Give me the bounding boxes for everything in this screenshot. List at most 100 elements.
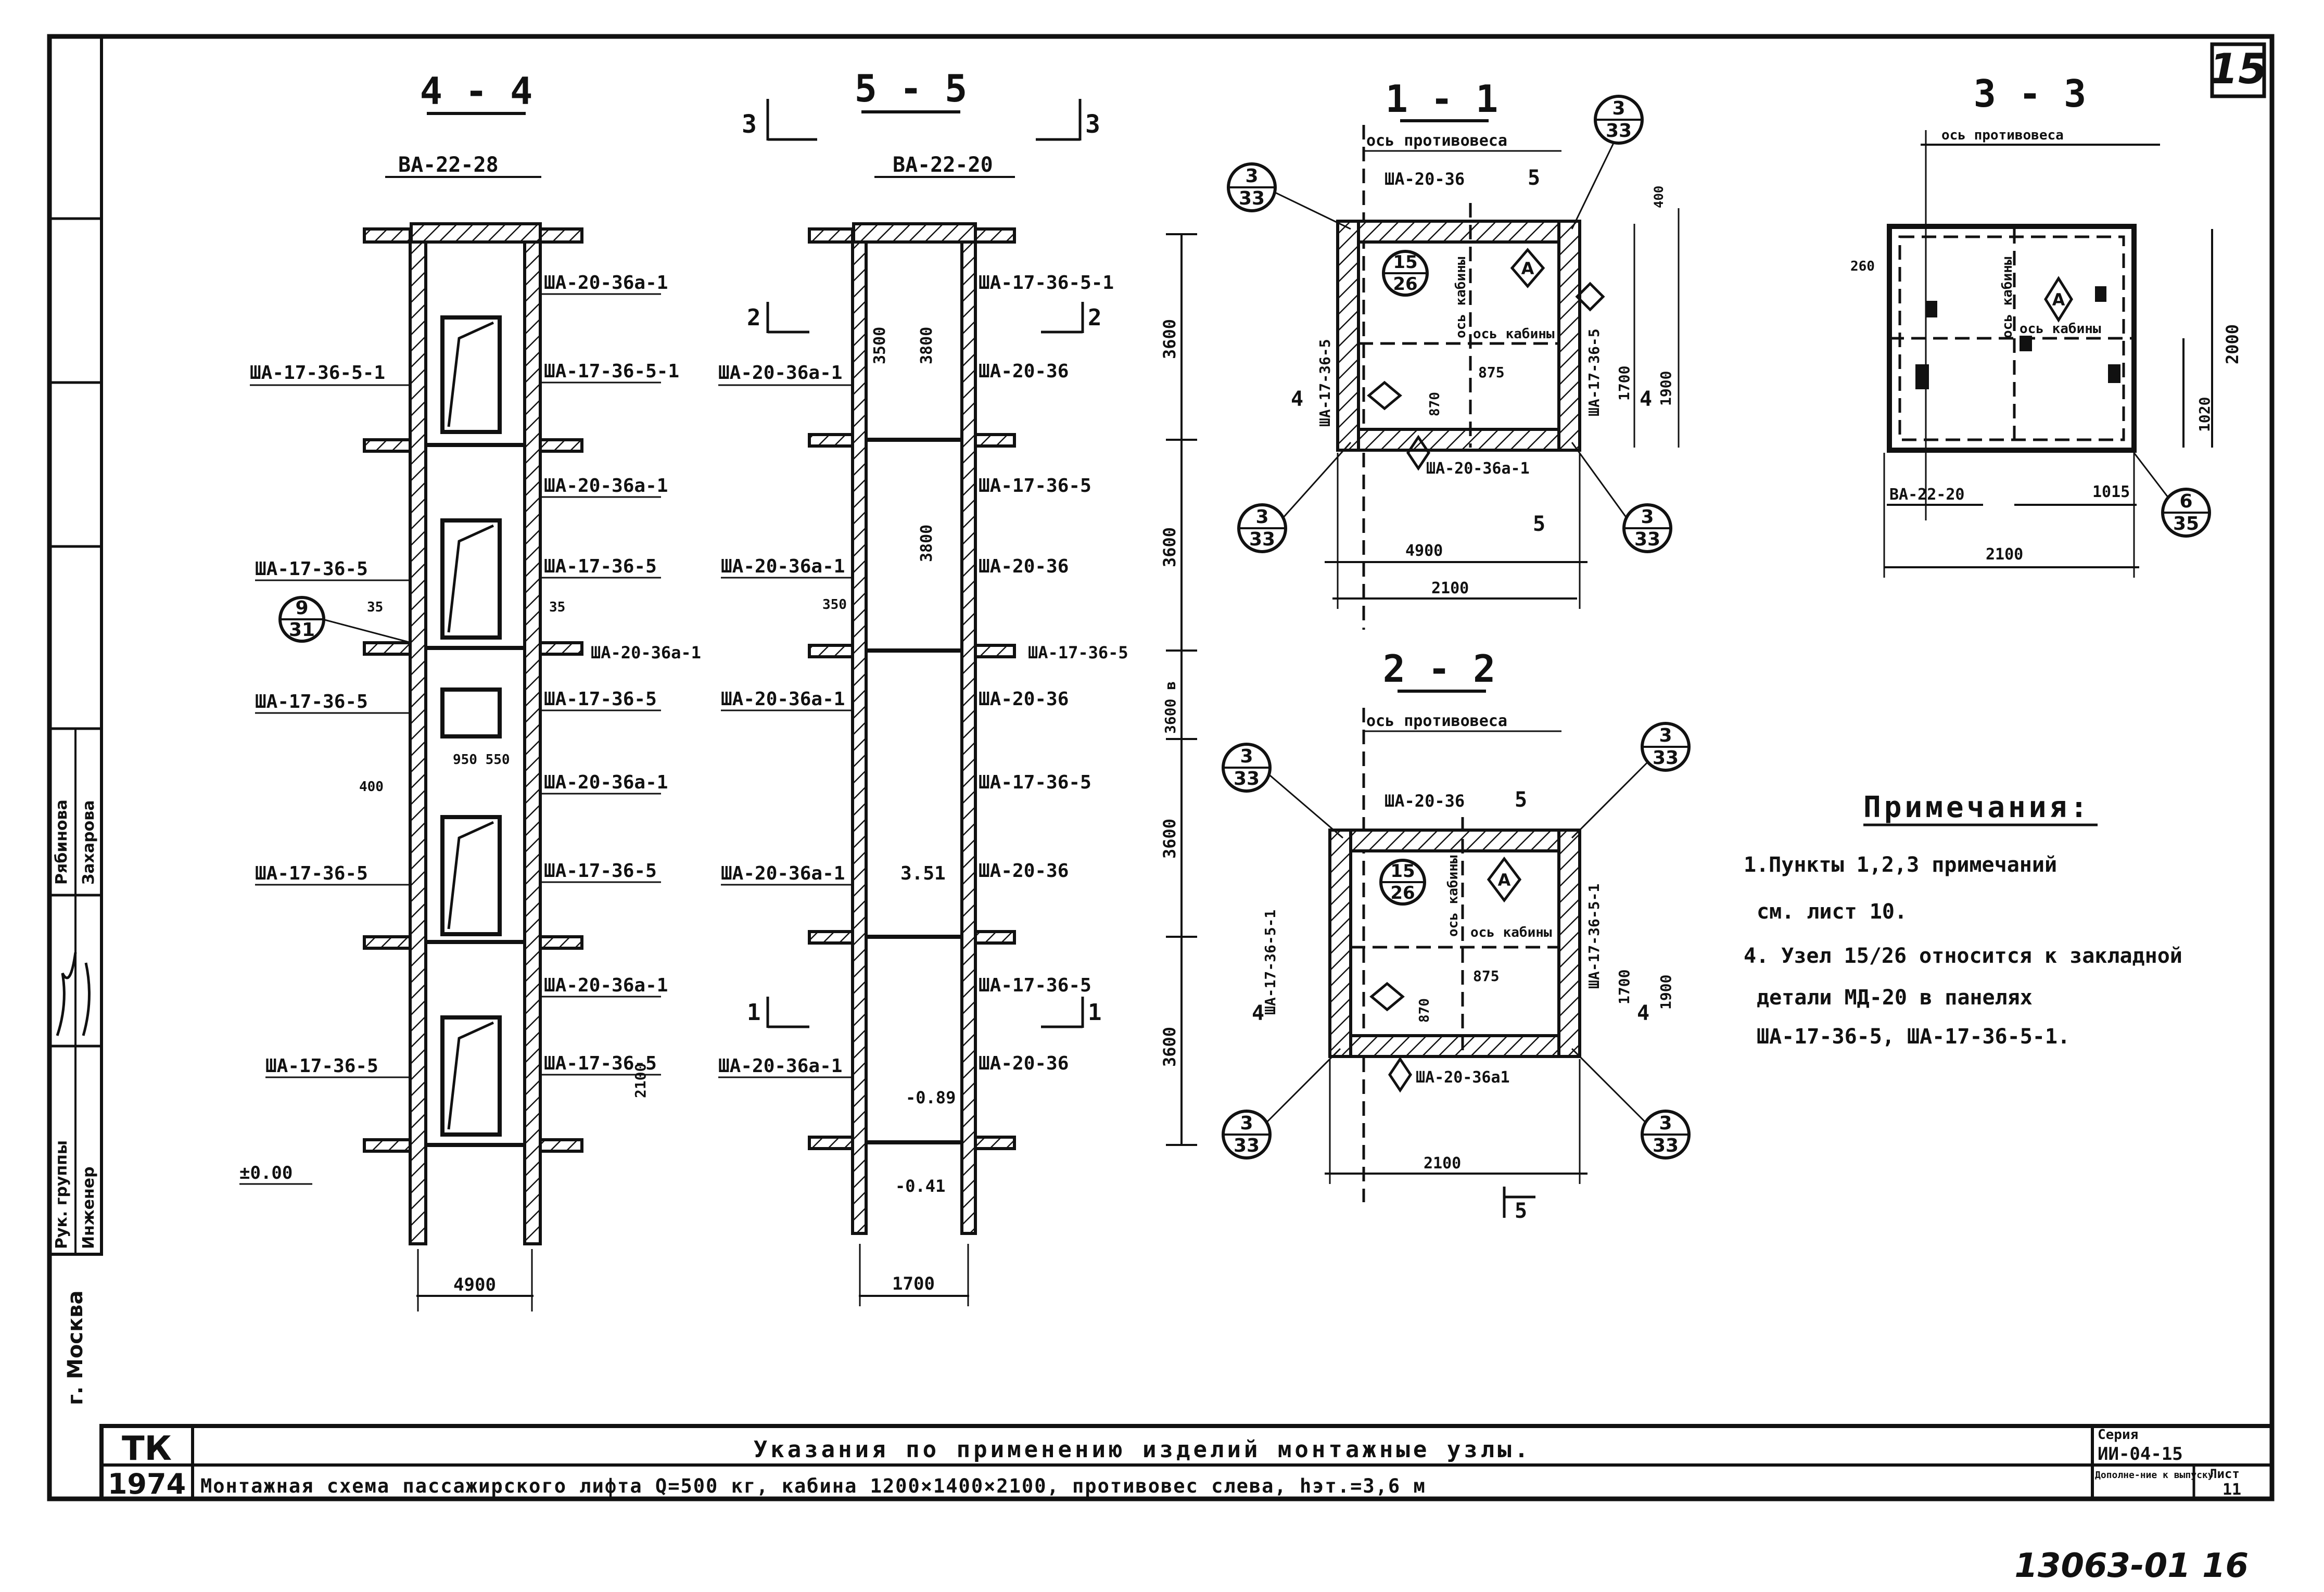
- s44-right-label: ША-20-36а-1: [544, 772, 668, 793]
- note-line: 1.Пункты 1,2,3 примечаний: [1744, 853, 2057, 877]
- s55-right-label: ША-17-36-5: [979, 975, 1091, 996]
- sheet-frame: [47, 34, 2275, 1501]
- s55-height-dim: 3600: [1160, 319, 1179, 359]
- s55-height-dim: 3600: [1160, 527, 1179, 567]
- stamp-city: г. Москва: [64, 1291, 87, 1405]
- s55-right-label: ША-17-36-5: [979, 772, 1091, 793]
- s11-dim: 1900: [1657, 371, 1674, 406]
- s11-cut-mark: 4: [1640, 387, 1652, 411]
- signature: [56, 952, 91, 1036]
- s11-callout-num: 15: [1393, 252, 1417, 273]
- s44-right-label: ША-17-36-5: [544, 860, 657, 882]
- section-3-3: 3 - 3 ось противовеса ось кабины ось каб…: [1850, 72, 2242, 578]
- s44-right-label: ША-20-36а-1: [591, 643, 701, 663]
- s55-cut-mark: 1: [747, 999, 761, 1026]
- s22-dim: 875: [1473, 967, 1500, 985]
- notes: Примечания: 1.Пункты 1,2,3 примечаний см…: [1744, 791, 2182, 1049]
- s44-left-label: ША-17-36-5-1: [250, 362, 385, 384]
- s44-dim: 35: [549, 600, 565, 615]
- s55-right-wall: [960, 227, 977, 1235]
- s55-right-label: ША-17-36-5: [1028, 643, 1128, 663]
- s55-height-dim: 3600: [1160, 819, 1179, 859]
- s44-right-label: ША-17-36-5-1: [544, 361, 679, 382]
- s44-dim: 950 550: [453, 752, 510, 768]
- s55-left-label: ША-20-36а-1: [721, 863, 845, 884]
- s44-right-label: ША-17-36-5: [544, 556, 657, 577]
- s11-callout-den: 33: [1249, 529, 1275, 550]
- s33-dim: 1020: [2196, 397, 2213, 432]
- s11-right-label: ША-17-36-5: [1585, 328, 1603, 416]
- s22-callout-num: 3: [1240, 1113, 1253, 1134]
- s33-dim: 2100: [1986, 545, 2023, 564]
- s11-axis-cab: ось кабины: [1453, 257, 1469, 338]
- section-4-4: 4 - 4 ВА-22-28 ША-20-36а-1 Ш: [239, 69, 701, 1311]
- stamp-role-engineer: Инженер: [80, 1166, 98, 1249]
- s22-left-label: ША-17-36-5-1: [1262, 910, 1279, 1015]
- s44-dim: 2100: [632, 1063, 649, 1098]
- s44-callout-den: 31: [289, 619, 315, 641]
- s55-cut-mark: 2: [1088, 304, 1102, 331]
- s55-level: -0.41: [895, 1176, 945, 1196]
- s33-axis-cab: ось кабины: [2020, 321, 2101, 337]
- stamp-role-head: Рук. группы: [53, 1140, 71, 1249]
- tb-org: ТК: [122, 1430, 172, 1468]
- s22-callout-num: 3: [1659, 1113, 1672, 1134]
- s33-callout-num: 6: [2179, 491, 2192, 512]
- s22-callout-den: 33: [1234, 1135, 1260, 1156]
- s11-cut-mark: 4: [1291, 387, 1303, 411]
- s22-callout-num: 3: [1240, 746, 1253, 767]
- s22-callout-num: 15: [1390, 861, 1415, 882]
- tb-year: 1974: [108, 1468, 186, 1500]
- note-line: ША-17-36-5, ША-17-36-5-1.: [1757, 1025, 2070, 1049]
- s11-callout-den: 33: [1634, 529, 1660, 550]
- s55-right-label: ША-20-36: [979, 361, 1069, 382]
- s55-dim: 3800: [918, 525, 936, 562]
- s55-cut-mark: 1: [1088, 999, 1102, 1026]
- s55-dim: 3800: [918, 327, 936, 364]
- s11-cut-mark: 5: [1533, 512, 1545, 536]
- s22-axis-cab: ось кабины: [1445, 855, 1461, 937]
- s55-left-label: ША-20-36а-1: [718, 362, 842, 384]
- stamp-name-engineer: Захарова: [80, 800, 98, 885]
- s33-dim: 2000: [2223, 324, 2242, 364]
- section-5-5: 5 - 5 3 3 ВА-22-20 2 2 1: [718, 67, 1197, 1306]
- s44-right-label: ША-17-36-5: [544, 1053, 657, 1074]
- s55-right-label: ША-17-36-5-1: [979, 272, 1114, 294]
- s11-left-label: ША-17-36-5: [1316, 339, 1334, 427]
- s22-callout-den: 33: [1653, 747, 1679, 769]
- s22-diamond-label: A: [1498, 870, 1511, 890]
- s22-top-label: ША-20-36: [1385, 791, 1465, 811]
- s22-cut-mark: 4: [1637, 1001, 1649, 1025]
- sheet-number: 15: [2209, 45, 2267, 93]
- section-2-2: 2 - 2 ось противовеса ША-20-36 5 ось каб…: [1222, 647, 1691, 1223]
- s44-right-label: ША-20-36а-1: [544, 475, 668, 496]
- s44-right-label: ША-20-36а-1: [544, 272, 668, 294]
- s55-right-label: ША-20-36: [979, 556, 1069, 577]
- s55-dim: 3.51: [900, 863, 946, 884]
- s11-top-label: ША-20-36: [1385, 169, 1465, 189]
- s22-right-label: ША-17-36-5-1: [1585, 884, 1603, 989]
- s44-right-label: ША-17-36-5: [544, 689, 657, 710]
- section-3-3-title: 3 - 3: [1974, 72, 2087, 116]
- s22-top-five: 5: [1515, 788, 1527, 812]
- s55-right-label: ША-20-36: [979, 689, 1069, 710]
- s55-level: -0.89: [906, 1088, 956, 1107]
- s44-left-label: ША-17-36-5: [255, 691, 368, 712]
- s44-right-label: ША-20-36а-1: [544, 975, 668, 996]
- sheet-number-box: [2210, 42, 2266, 98]
- section-2-2-title: 2 - 2: [1383, 647, 1496, 691]
- s55-left-label: ША-20-36а-1: [721, 689, 845, 710]
- s11-dim: 870: [1427, 392, 1443, 416]
- section-5-5-title: 5 - 5: [855, 67, 968, 110]
- tb-series-value: ИИ-04-15: [2098, 1444, 2183, 1464]
- s11-callout-den: 33: [1239, 188, 1265, 209]
- s55-width-dim: 1700: [892, 1273, 935, 1294]
- tb-header: Указания по применению изделий монтажные…: [754, 1436, 1532, 1463]
- tb-sheet-label: Лист: [2209, 1467, 2240, 1481]
- s55-top-label: ВА-22-20: [893, 153, 993, 177]
- s11-axis-cab: ось кабины: [1473, 326, 1555, 342]
- s44-level: ±0.00: [239, 1163, 293, 1183]
- section-1-1: 1 - 1 ось противовеса ША-20-36 5 ось каб…: [1227, 77, 1680, 630]
- s22-dim: 1900: [1657, 975, 1674, 1010]
- s22-bottom-label: ША-20-36а1: [1416, 1068, 1510, 1087]
